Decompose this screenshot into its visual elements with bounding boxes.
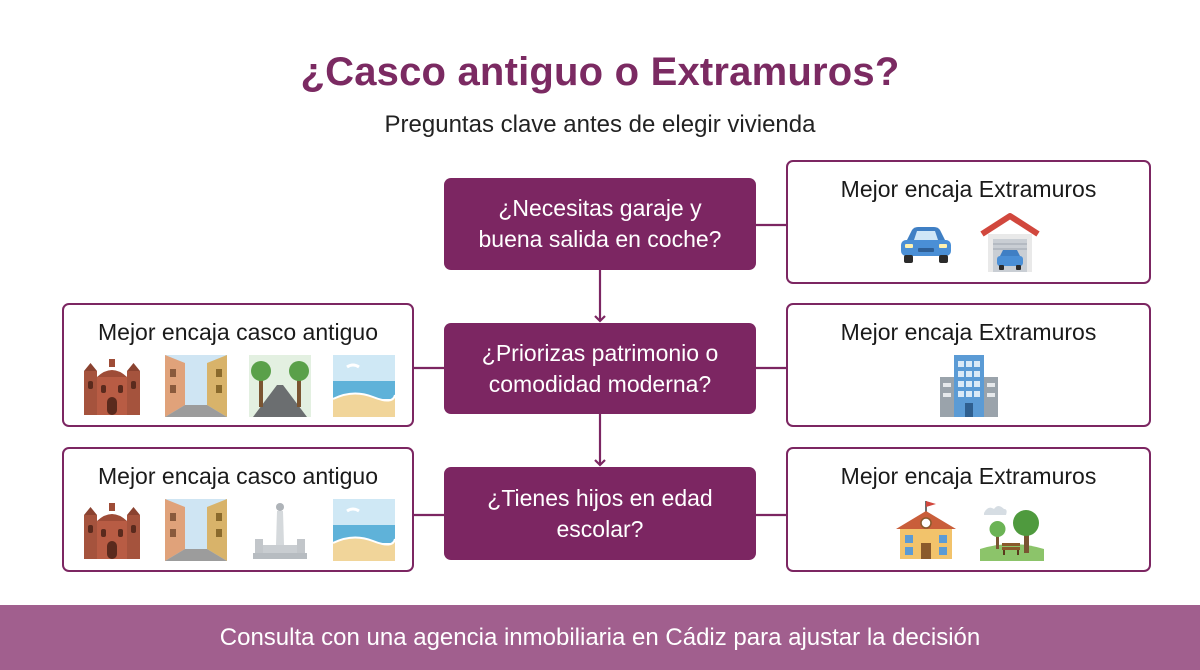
outcome-q1-extramuros: Mejor encaja Extramuros xyxy=(786,160,1151,284)
cathedral-icon xyxy=(84,359,140,415)
outcome-label: Mejor encaja casco antiguo xyxy=(98,463,378,489)
question-heritage: ¿Priorizas patrimonio o comodidad modern… xyxy=(444,323,756,414)
garage-icon xyxy=(979,213,1040,272)
car-icon xyxy=(900,227,951,263)
monument-icon xyxy=(253,503,307,559)
outcome-label: Mejor encaja casco antiguo xyxy=(98,319,378,345)
page-subtitle: Preguntas clave antes de elegir vivienda xyxy=(384,111,816,138)
narrow-street-icon xyxy=(165,355,227,417)
outcome-label: Mejor encaja Extramuros xyxy=(840,176,1097,202)
outcome-q2-casco-antiguo: Mejor encaja casco antiguo xyxy=(62,303,414,427)
outcome-q3-casco-antiguo: Mejor encaja casco antiguo xyxy=(62,447,414,572)
outcome-label: Mejor encaja Extramuros xyxy=(840,463,1097,489)
park-icon xyxy=(979,506,1044,561)
question-garage: ¿Necesitas garaje y buena salida en coch… xyxy=(444,178,756,270)
outcome-label: Mejor encaja Extramuros xyxy=(840,319,1097,345)
outcome-q2-extramuros: Mejor encaja Extramuros xyxy=(786,303,1151,427)
cathedral-icon xyxy=(84,503,140,559)
footer-banner: Consulta con una agencia inmobiliaria en… xyxy=(0,605,1200,670)
question-children: ¿Tienes hijos en edad escolar? xyxy=(444,467,756,560)
beach-icon xyxy=(333,355,395,417)
narrow-street-icon xyxy=(165,499,227,561)
beach-icon xyxy=(333,499,395,561)
tree-lined-road-icon xyxy=(249,355,311,417)
school-icon xyxy=(895,501,956,559)
office-building-icon xyxy=(939,355,998,417)
outcome-q3-extramuros: Mejor encaja Extramuros xyxy=(786,447,1151,572)
page-title: ¿Casco antiguo o Extramuros? xyxy=(300,50,900,94)
